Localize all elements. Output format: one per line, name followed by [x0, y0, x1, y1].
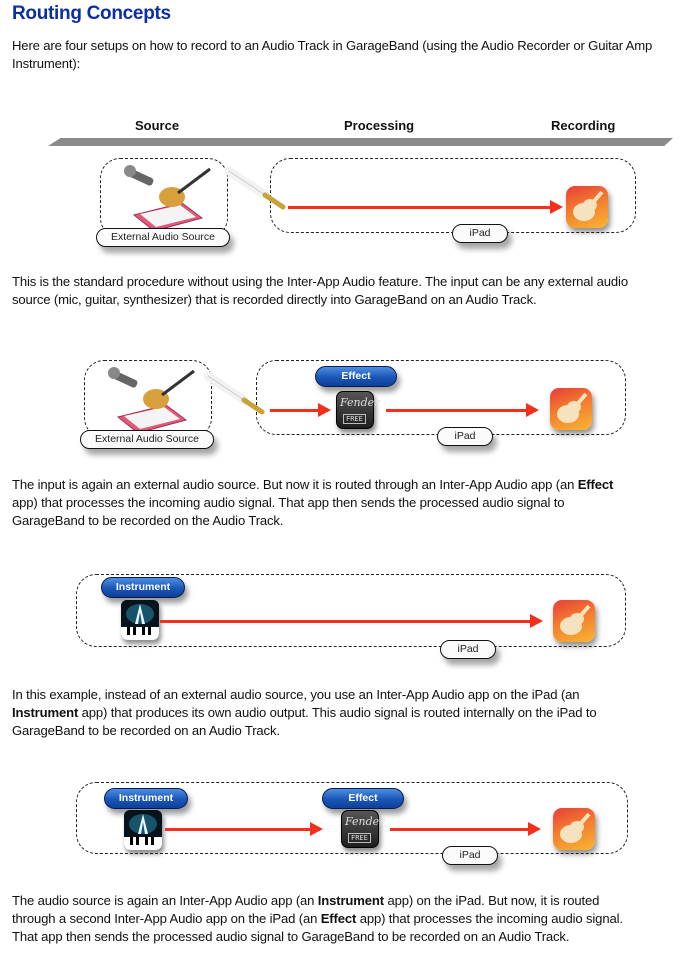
description-line: The audio source is again an Inter-App A…	[12, 892, 684, 910]
stage-header-processing: Processing	[344, 118, 415, 133]
bold-term: Effect	[577, 477, 614, 492]
text-span: through a second Inter-App Audio app on …	[12, 911, 321, 926]
fender-logo-icon: Fender	[340, 396, 380, 409]
external-source-icon	[120, 163, 216, 233]
garageband-icon	[553, 808, 595, 850]
description-line: This is the standard procedure without u…	[12, 274, 628, 289]
setup-3-description: In this example, instead of an external …	[12, 686, 684, 740]
free-badge-icon: FREE	[348, 833, 371, 843]
ipad-label: iPad	[442, 846, 498, 865]
text-span: app) that processes the incoming audio s…	[356, 911, 623, 926]
text-span: The audio source is again an Inter-App A…	[12, 893, 318, 908]
page-title: Routing Concepts	[12, 3, 171, 24]
stage-header-recording: Recording	[551, 118, 616, 133]
signal-arrow	[270, 403, 331, 417]
stage-header-source: Source	[135, 118, 180, 133]
effect-tag: Effect	[322, 788, 404, 809]
stage-divider-bar	[48, 138, 673, 146]
intro-text: Here are four setups on how to record to…	[12, 37, 684, 73]
setup-1-description: This is the standard procedure without u…	[12, 273, 684, 309]
instrument-app-icon	[121, 600, 159, 640]
description-line: app) that processes the incoming audio s…	[12, 495, 565, 510]
ipad-label: iPad	[437, 427, 493, 446]
ipad-label: iPad	[452, 224, 508, 243]
bold-term: Instrument	[12, 705, 79, 720]
audio-jack-icon	[203, 370, 274, 420]
external-audio-source-label: External Audio Source	[96, 228, 230, 247]
description-line: GarageBand to be recorded on an Audio Tr…	[12, 723, 280, 738]
instrument-tag: Instrument	[104, 788, 188, 809]
audio-jack-icon	[224, 165, 295, 215]
effect-tag: Effect	[315, 366, 397, 387]
signal-arrow	[160, 614, 543, 628]
signal-arrow	[390, 822, 541, 836]
external-source-icon	[104, 365, 200, 435]
text-span: The input is again an external audio sou…	[12, 477, 578, 492]
description-line: through a second Inter-App Audio app on …	[12, 910, 684, 928]
description-line: source (mic, guitar, synthesizer) that i…	[12, 292, 537, 307]
signal-arrow	[165, 822, 323, 836]
text-span: app) on the iPad. But now, it is routed	[383, 893, 600, 908]
description-line: GarageBand to be recorded on the Audio T…	[12, 513, 284, 528]
ipad-group-box	[76, 782, 628, 854]
description-line: Instrument app) that produces its own au…	[12, 704, 684, 722]
garageband-icon	[566, 186, 608, 228]
instrument-app-icon	[124, 810, 162, 850]
fender-logo-icon: Fender	[345, 815, 385, 828]
instrument-tag: Instrument	[101, 577, 185, 598]
text-span: app) that produces its own audio output.…	[78, 705, 597, 720]
bold-term: Instrument	[317, 893, 384, 908]
garageband-icon	[553, 600, 595, 642]
signal-arrow	[386, 403, 539, 417]
bold-term: Effect	[320, 911, 357, 926]
intro-text-content: Here are four setups on how to record to…	[12, 38, 653, 71]
description-line: The input is again an external audio sou…	[12, 476, 684, 494]
description-line: That app then sends the processed audio …	[12, 929, 570, 944]
setup-2-description: The input is again an external audio sou…	[12, 476, 684, 530]
ipad-label: iPad	[440, 640, 496, 659]
free-badge-icon: FREE	[343, 414, 366, 424]
external-audio-source-label: External Audio Source	[80, 430, 214, 449]
garageband-icon	[550, 388, 592, 430]
signal-arrow	[288, 200, 563, 214]
setup-4-description: The audio source is again an Inter-App A…	[12, 892, 684, 946]
ipad-group-box	[76, 574, 626, 647]
description-line: In this example, instead of an external …	[12, 687, 580, 702]
